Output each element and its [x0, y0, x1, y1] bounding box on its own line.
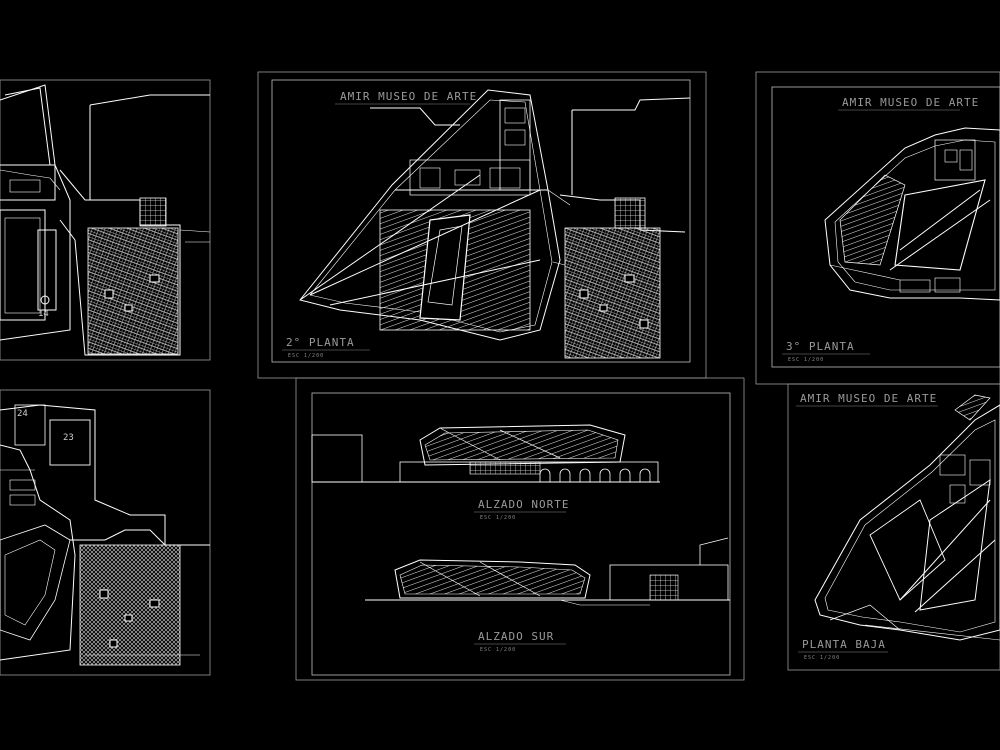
third-floor-annotations: AMIR MUSEO DE ARTE 3° PLANTA ESC 1/200	[782, 96, 979, 363]
north-elevation-label: ALZADO NORTE	[478, 498, 569, 511]
elevation-annotations: ALZADO NORTE ESC 1/200 ALZADO SUR ESC 1/…	[474, 498, 569, 653]
third-floor-plan	[824, 127, 1000, 301]
second-floor-label: 2° PLANTA	[286, 336, 355, 349]
third-floor-label: 3° PLANTA	[786, 340, 855, 353]
ground-floor-title: AMIR MUSEO DE ARTE	[800, 392, 937, 405]
south-elevation-scale: ESC 1/200	[480, 647, 516, 653]
south-elevation	[365, 537, 730, 606]
sheet-elevations-frame	[295, 377, 745, 681]
second-floor-scale: ESC 1/200	[288, 353, 324, 359]
second-floor-title: AMIR MUSEO DE ARTE	[340, 90, 477, 103]
north-elevation-scale: ESC 1/200	[480, 515, 516, 521]
partial-plan-bottom-left	[0, 389, 211, 676]
room-number-14: 14	[38, 309, 49, 319]
ground-floor-scale: ESC 1/200	[804, 655, 840, 661]
room-number-24: 24	[17, 409, 28, 419]
third-floor-title: AMIR MUSEO DE ARTE	[842, 96, 979, 109]
ground-floor-label: PLANTA BAJA	[802, 638, 886, 651]
partial-plan-top-left	[0, 79, 211, 361]
ground-floor-annotations: AMIR MUSEO DE ARTE PLANTA BAJA ESC 1/200	[796, 392, 938, 661]
south-elevation-label: ALZADO SUR	[478, 630, 554, 643]
ground-floor-plan	[814, 394, 1000, 641]
second-floor-annotations: AMIR MUSEO DE ARTE 2° PLANTA ESC 1/200	[282, 90, 477, 359]
third-floor-scale: ESC 1/200	[788, 357, 824, 363]
sheet-ground-floor-frame	[787, 383, 1000, 671]
second-floor-plan	[299, 89, 691, 359]
room-number-23: 23	[63, 433, 74, 443]
north-elevation	[311, 424, 660, 483]
